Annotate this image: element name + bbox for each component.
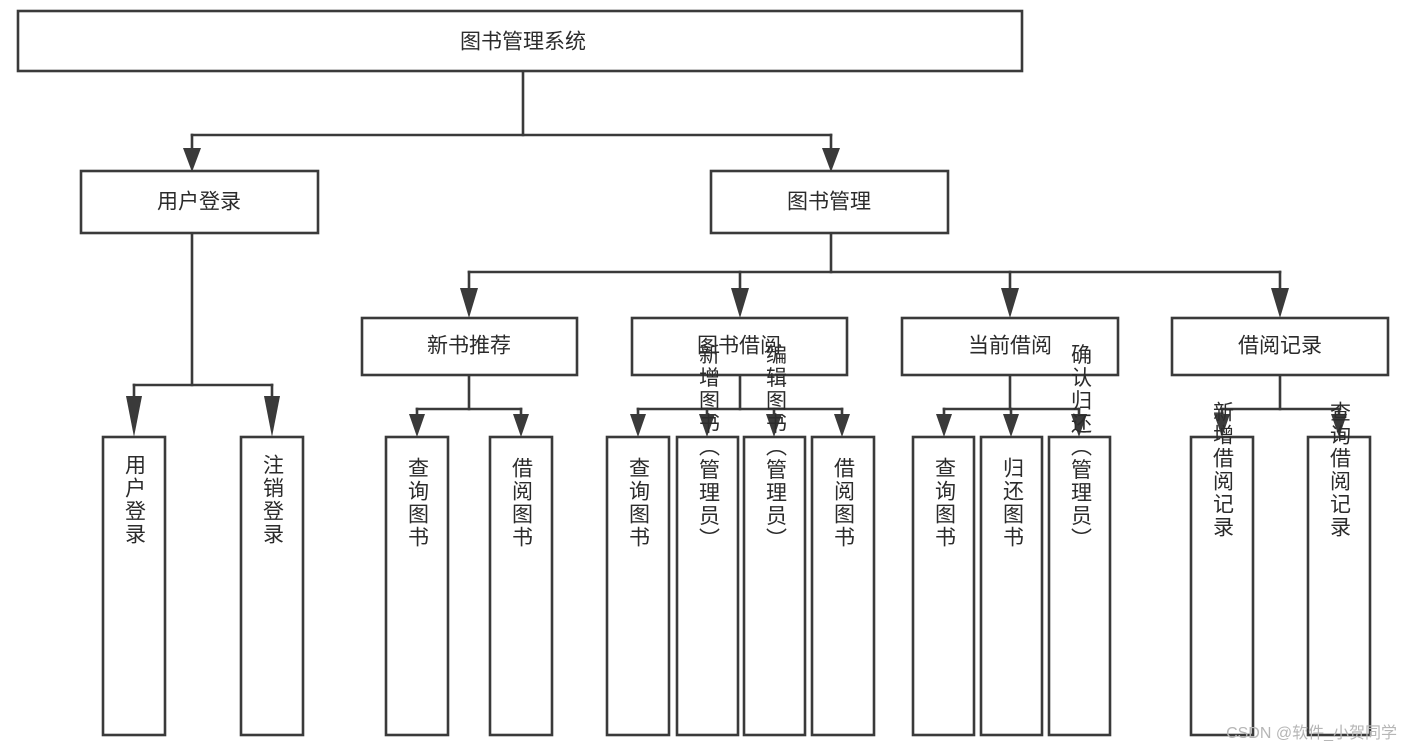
arrow-head-book-management (822, 148, 840, 172)
arrow-head-leaf-query-book-1 (409, 414, 425, 437)
node-leaf-borrow-book-2-box[interactable] (810, 435, 876, 737)
node-leaf-query-book-2[interactable]: 查询图书 (605, 435, 671, 737)
node-book-borrow-box[interactable] (630, 316, 849, 377)
node-book-management[interactable]: 图书管理 (709, 169, 950, 235)
node-leaf-logout-login-label: 注销登录 (261, 454, 285, 546)
arrow-head-leaf-add-book-admin (699, 414, 715, 437)
node-leaf-borrow-book-2-label: 借阅图书 (832, 457, 856, 549)
node-leaf-return-book[interactable]: 归还图书 (979, 435, 1044, 737)
node-user-login-label: 用户登录 (157, 191, 241, 214)
arrow-head-current-borrow (1001, 288, 1019, 318)
arrow-head-leaf-logout-login (264, 396, 280, 437)
node-leaf-query-book-3[interactable]: 查询图书 (911, 435, 976, 737)
arrow-head-borrow-record (1271, 288, 1289, 318)
node-root-label: 图书管理系统 (460, 31, 586, 54)
node-leaf-user-login-label: 用户登录 (123, 454, 147, 546)
node-leaf-query-book-2-label: 查询图书 (627, 457, 651, 549)
arrow-head-new-book-recommend (460, 288, 478, 318)
node-book-borrow-label: 图书借阅 (697, 335, 781, 358)
node-leaf-add-book-admin-box[interactable] (675, 435, 740, 737)
arrow-head-leaf-edit-book-admin (766, 414, 782, 437)
node-leaf-logout-login-box[interactable] (239, 435, 305, 737)
node-leaf-confirm-return-admin-label: 确认归还（管理员） (1069, 344, 1093, 551)
node-book-management-label: 图书管理 (787, 191, 871, 214)
node-user-login-box[interactable] (79, 169, 320, 235)
node-leaf-user-login[interactable]: 用户登录 (101, 435, 167, 737)
node-current-borrow-box[interactable] (900, 316, 1120, 377)
node-leaf-add-book-admin[interactable]: 新增图书（管理员） (675, 344, 740, 737)
arrow-head-leaf-confirm-return-admin (1071, 414, 1087, 437)
node-leaf-borrow-book-2[interactable]: 借阅图书 (810, 435, 876, 737)
arrow-head-leaf-return-book (1003, 414, 1019, 437)
node-new-book-recommend-box[interactable] (360, 316, 579, 377)
node-current-borrow[interactable]: 当前借阅 (900, 316, 1120, 377)
node-leaf-query-borrow-record[interactable]: 查询借阅记录 (1306, 401, 1372, 737)
node-leaf-borrow-book-1-label: 借阅图书 (510, 457, 534, 549)
arrow-head-user-login (183, 148, 201, 172)
node-leaf-confirm-return-admin-box[interactable] (1047, 435, 1112, 737)
node-leaf-add-borrow-record-box[interactable] (1189, 435, 1255, 737)
node-leaf-edit-book-admin-label: 编辑图书（管理员） (764, 344, 788, 551)
arrow-head-leaf-query-book-2 (630, 414, 646, 437)
node-new-book-recommend[interactable]: 新书推荐 (360, 316, 579, 377)
arrow-head-book-borrow (731, 288, 749, 318)
node-leaf-query-book-1-label: 查询图书 (406, 457, 430, 549)
node-leaf-return-book-label: 归还图书 (1001, 457, 1025, 549)
connector-layer (126, 69, 1347, 437)
node-root[interactable]: 图书管理系统 (16, 9, 1024, 73)
arrow-head-leaf-borrow-book-1 (513, 414, 529, 437)
node-leaf-user-login-box[interactable] (101, 435, 167, 737)
node-leaf-query-borrow-record-box[interactable] (1306, 435, 1372, 737)
node-book-management-box[interactable] (709, 169, 950, 235)
node-leaf-return-book-box[interactable] (979, 435, 1044, 737)
arrow-head-leaf-query-book-3 (936, 414, 952, 437)
arrow-head-leaf-user-login (126, 396, 142, 437)
node-leaf-query-book-2-box[interactable] (605, 435, 671, 737)
node-leaf-logout-login[interactable]: 注销登录 (239, 435, 305, 737)
node-leaf-confirm-return-admin[interactable]: 确认归还（管理员） (1047, 344, 1112, 737)
node-leaf-query-book-3-box[interactable] (911, 435, 976, 737)
node-leaf-query-book-1[interactable]: 查询图书 (384, 435, 450, 737)
node-borrow-record[interactable]: 借阅记录 (1170, 316, 1390, 377)
node-leaf-add-borrow-record[interactable]: 新增借阅记录 (1189, 401, 1255, 737)
node-leaf-add-borrow-record-label: 新增借阅记录 (1211, 401, 1235, 539)
node-leaf-edit-book-admin-box[interactable] (742, 435, 807, 737)
node-current-borrow-label: 当前借阅 (968, 335, 1052, 358)
node-borrow-record-label: 借阅记录 (1238, 335, 1322, 358)
arrow-head-leaf-add-borrow-record (1214, 414, 1230, 437)
node-new-book-recommend-label: 新书推荐 (427, 335, 511, 358)
node-leaf-query-borrow-record-label: 查询借阅记录 (1328, 401, 1352, 539)
node-leaf-edit-book-admin[interactable]: 编辑图书（管理员） (742, 344, 807, 737)
node-root-box[interactable] (16, 9, 1024, 73)
arrow-head-leaf-borrow-book-2 (834, 414, 850, 437)
node-leaf-query-book-1-box[interactable] (384, 435, 450, 737)
node-leaf-borrow-book-1-box[interactable] (488, 435, 554, 737)
node-book-borrow[interactable]: 图书借阅 (630, 316, 849, 377)
node-leaf-add-book-admin-label: 新增图书（管理员） (697, 344, 721, 551)
arrow-head-leaf-query-borrow-record (1331, 414, 1347, 437)
node-user-login[interactable]: 用户登录 (79, 169, 320, 235)
node-leaf-query-book-3-label: 查询图书 (933, 457, 957, 549)
node-leaf-borrow-book-1[interactable]: 借阅图书 (488, 435, 554, 737)
node-borrow-record-box[interactable] (1170, 316, 1390, 377)
